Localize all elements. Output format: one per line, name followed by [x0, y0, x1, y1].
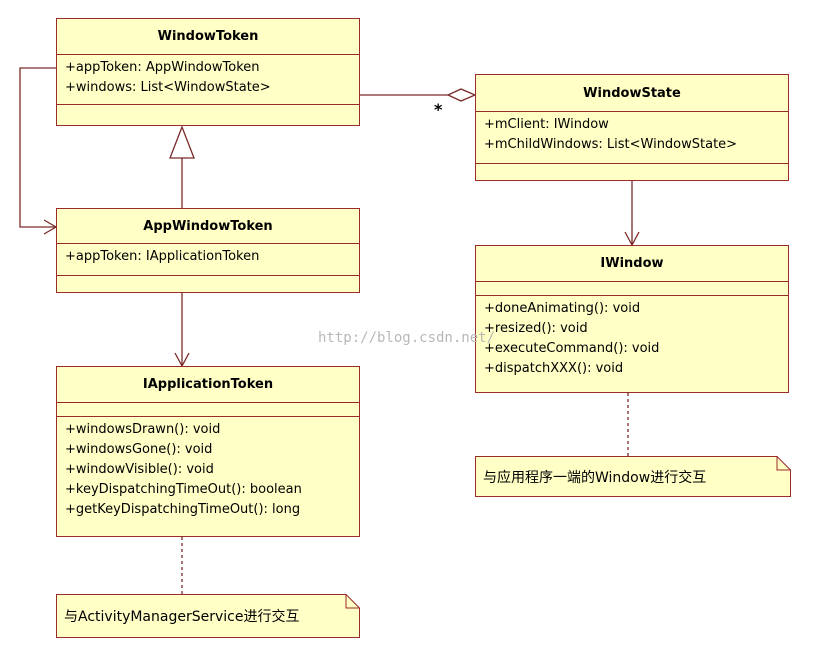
operation: +executeCommand(): void [484, 341, 660, 356]
note-shape [56, 594, 360, 638]
class-operations [476, 164, 788, 170]
class-name: AppWindowToken [57, 209, 359, 244]
attribute: +windows: List<WindowState> [65, 80, 271, 95]
self-association-line [19, 67, 58, 228]
attribute: +appToken: IApplicationToken [65, 249, 260, 264]
operation: +dispatchXXX(): void [484, 361, 624, 376]
class-name: WindowState [476, 75, 788, 112]
operation: +windowsDrawn(): void [65, 422, 221, 437]
class-operations [57, 276, 359, 282]
note-shape [475, 456, 791, 497]
class-attributes: +appToken: AppWindowToken +windows: List… [57, 55, 359, 105]
class-name: IApplicationToken [57, 367, 359, 403]
class-window-state[interactable]: WindowState +mClient: IWindow +mChildWin… [475, 74, 789, 181]
operation: +windowsGone(): void [65, 442, 213, 457]
class-iwindow[interactable]: IWindow +doneAnimating(): void +resized(… [475, 245, 789, 393]
note-text: 与应用程序一端的Window进行交互 [483, 469, 707, 486]
note-iwindow[interactable]: 与应用程序一端的Window进行交互 [475, 456, 791, 497]
class-iapplication-token[interactable]: IApplicationToken +windowsDrawn(): void … [56, 366, 360, 537]
operation: +getKeyDispatchingTimeOut(): long [65, 502, 301, 517]
class-name: IWindow [476, 246, 788, 282]
class-app-window-token[interactable]: AppWindowToken +appToken: IApplicationTo… [56, 208, 360, 293]
class-attributes [476, 282, 788, 296]
aggregation-diamond [446, 88, 477, 102]
note-activity-manager[interactable]: 与ActivityManagerService进行交互 [56, 594, 360, 638]
class-attributes: +appToken: IApplicationToken [57, 244, 359, 276]
attribute: +mChildWindows: List<WindowState> [484, 137, 738, 152]
class-operations: +windowsDrawn(): void +windowsGone(): vo… [57, 417, 359, 523]
class-name: WindowToken [57, 19, 359, 55]
multiplicity-label: * [434, 100, 443, 119]
note-text: 与ActivityManagerService进行交互 [64, 609, 300, 625]
class-attributes [57, 403, 359, 417]
watermark: http://blog.csdn.net/ [318, 330, 496, 346]
class-window-token[interactable]: WindowToken +appToken: AppWindowToken +w… [56, 18, 360, 126]
operation: +windowVisible(): void [65, 462, 214, 477]
class-operations: +doneAnimating(): void +resized(): void … [476, 296, 788, 382]
class-operations [57, 105, 359, 111]
operation: +keyDispatchingTimeOut(): boolean [65, 482, 302, 497]
operation: +resized(): void [484, 321, 588, 336]
attribute: +mClient: IWindow [484, 117, 609, 132]
attribute: +appToken: AppWindowToken [65, 60, 260, 75]
operation: +doneAnimating(): void [484, 301, 641, 316]
class-attributes: +mClient: IWindow +mChildWindows: List<W… [476, 112, 788, 164]
generalization-triangle [169, 125, 195, 159]
